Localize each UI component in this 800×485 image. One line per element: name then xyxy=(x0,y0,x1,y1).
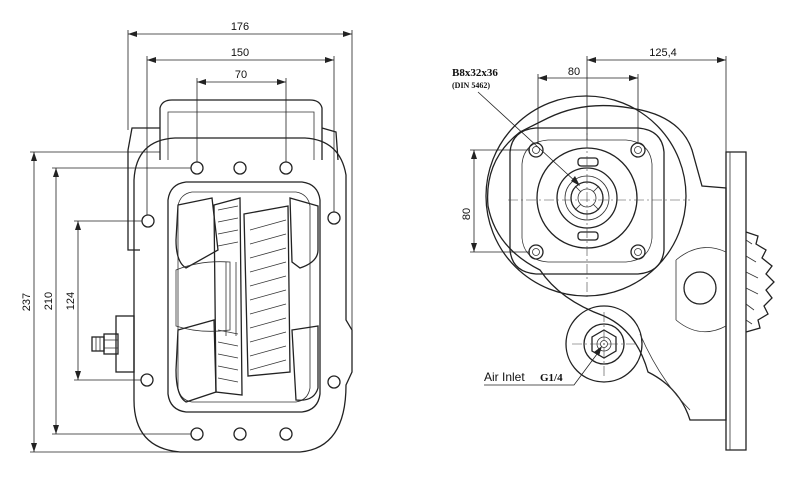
top-housing xyxy=(159,99,323,160)
gear-left-teeth xyxy=(217,205,239,383)
cavity-right-lower xyxy=(291,325,319,401)
bolt-hole xyxy=(233,427,247,441)
dim-150-text: 150 xyxy=(231,47,249,59)
dim-150: 150 xyxy=(146,47,335,215)
bolt-hole xyxy=(233,161,247,175)
nut-lines xyxy=(104,339,118,349)
square-flange-inner xyxy=(521,139,653,263)
dim-80-left: 80 xyxy=(461,149,530,253)
round-flange xyxy=(485,95,687,297)
bolt-hole xyxy=(140,373,154,387)
bolt-hole xyxy=(190,161,204,175)
mounting-plate xyxy=(725,151,747,451)
cavity-left-lower xyxy=(175,319,217,403)
dim-176: 176 xyxy=(127,21,353,330)
gear-spur xyxy=(745,231,775,333)
dim-237: 237 xyxy=(21,151,180,453)
flange-outline xyxy=(133,137,353,453)
bolt-hole xyxy=(327,375,341,389)
shaft-line xyxy=(225,262,237,336)
air-inlet-callout: Air Inlet G1/4 xyxy=(484,346,602,386)
dim-210: 210 xyxy=(43,167,191,435)
dim-176-text: 176 xyxy=(231,21,249,33)
window-inner xyxy=(177,191,311,403)
cavity-right-upper xyxy=(289,197,319,269)
side-body-outline xyxy=(486,104,727,421)
idler-boss xyxy=(675,247,727,333)
dim-80-top-text: 80 xyxy=(568,66,580,78)
left-ear xyxy=(127,127,160,251)
centerline-air xyxy=(572,312,636,378)
fitting-nipple xyxy=(91,336,105,352)
fitting-boss xyxy=(115,315,135,373)
cavity-left-upper xyxy=(175,197,219,269)
dim-124-text: 124 xyxy=(65,292,77,310)
bolt-hole xyxy=(279,427,293,441)
dim-125-text: 125,4 xyxy=(649,47,677,59)
top-housing-inner xyxy=(167,111,315,160)
gear-cluster xyxy=(213,197,291,396)
dim-80-left-text: 80 xyxy=(461,208,473,220)
dim-237-text: 237 xyxy=(21,293,33,311)
bolt-hole xyxy=(190,427,204,441)
dim-80-top: 80 xyxy=(537,66,639,144)
air-inlet-label: Air Inlet xyxy=(484,370,525,384)
spline-label: B8x32x36 xyxy=(452,67,498,79)
side-view: 80 125,4 80 B8x32x36 (DIN 5462) Air Inle… xyxy=(452,47,775,451)
dim-210-text: 210 xyxy=(43,292,55,310)
right-ear xyxy=(321,127,339,161)
dim-125: 125,4 xyxy=(586,47,727,152)
gear-right-teeth xyxy=(249,219,287,371)
bolt-hole xyxy=(141,214,155,228)
air-fitting-left xyxy=(91,315,135,373)
din-label: (DIN 5462) xyxy=(452,81,490,90)
dim-70: 70 xyxy=(196,69,287,162)
thread-label: G1/4 xyxy=(540,372,563,384)
bolt-hole xyxy=(279,161,293,175)
front-view: 176 150 70 237 210 xyxy=(21,21,353,453)
bolt-hole xyxy=(327,211,341,225)
gear-right-body xyxy=(243,205,291,377)
spline-callout: B8x32x36 (DIN 5462) xyxy=(452,67,580,186)
square-flange xyxy=(509,127,665,275)
air-inlet-boss xyxy=(565,305,691,411)
nipple-thread xyxy=(95,337,101,351)
gear-left-body xyxy=(213,197,243,396)
dim-70-text: 70 xyxy=(235,69,247,81)
cavity-middle xyxy=(175,261,231,332)
dim-124: 124 xyxy=(65,220,142,381)
window-opening xyxy=(167,181,321,413)
